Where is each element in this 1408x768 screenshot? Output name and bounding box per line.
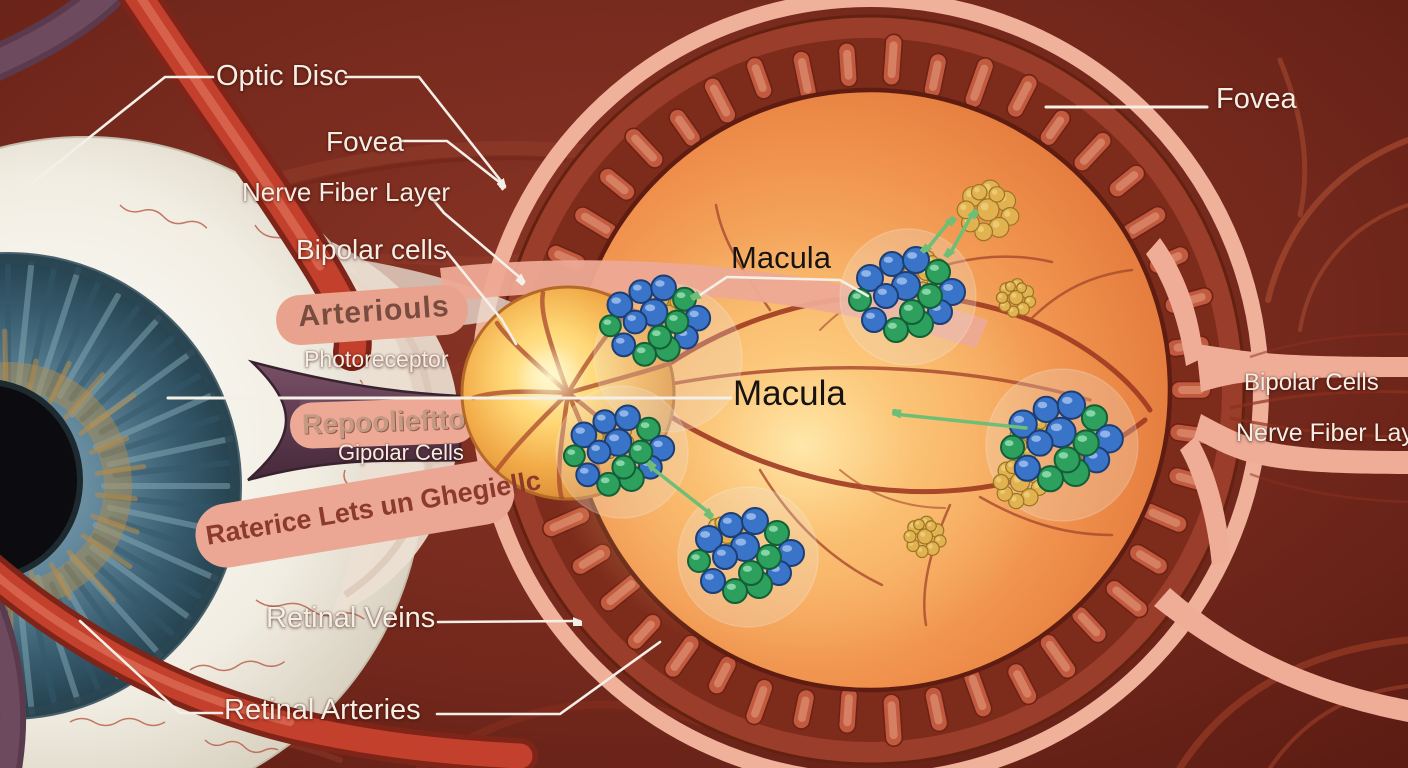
leader-retinal-veins: [436, 621, 580, 622]
leader-optic-disc-right: [344, 75, 505, 186]
leader-retinal-arteries-right: [435, 640, 662, 716]
label-macula-upper: Macula: [731, 240, 831, 275]
label-nerve-fiber-layer-right: Nerve Fiber Layer: [1236, 419, 1408, 447]
label-retinal-veins: Retinal Veins: [266, 602, 436, 634]
leader-macula-upper: [694, 275, 870, 299]
label-optic-disc: Optic Disc: [216, 60, 349, 92]
leader-retinal-arteries-left: [78, 619, 224, 715]
label-gipolar-cells: Gipolar Cells: [338, 440, 464, 465]
label-photoreceptor: Photoreceptor: [304, 346, 449, 372]
label-retinal-arteries: Retinal Arteries: [224, 694, 421, 726]
cell-arrows: [652, 211, 1028, 515]
leader-optic-disc-left: [28, 75, 215, 187]
label-repoo-band: Repoolieftto: [301, 403, 466, 440]
leader-fovea-left: [400, 139, 505, 187]
left-tissue-bands: [195, 260, 988, 568]
leader-lines: [28, 75, 1209, 716]
label-bipolar-cells-left: Bipolar cells: [296, 234, 447, 265]
label-fovea-right: Fovea: [1216, 83, 1297, 115]
retinal-vessels-inner: [657, 203, 1153, 627]
label-fovea-left: Fovea: [326, 126, 404, 157]
label-macula-lower: Macula: [733, 374, 846, 413]
leader-nerve-fiber-layer-left: [429, 195, 524, 281]
label-nerve-fiber-layer-left: Nerve Fiber Layer: [242, 177, 451, 207]
pupil: [0, 380, 83, 580]
cell-clusters: [562, 179, 1124, 604]
right-layer-bands: [1146, 238, 1408, 722]
leader-bipolar-cells-left: [445, 250, 518, 346]
label-bipolar-cells-right: Bipolar Cells: [1244, 369, 1379, 396]
